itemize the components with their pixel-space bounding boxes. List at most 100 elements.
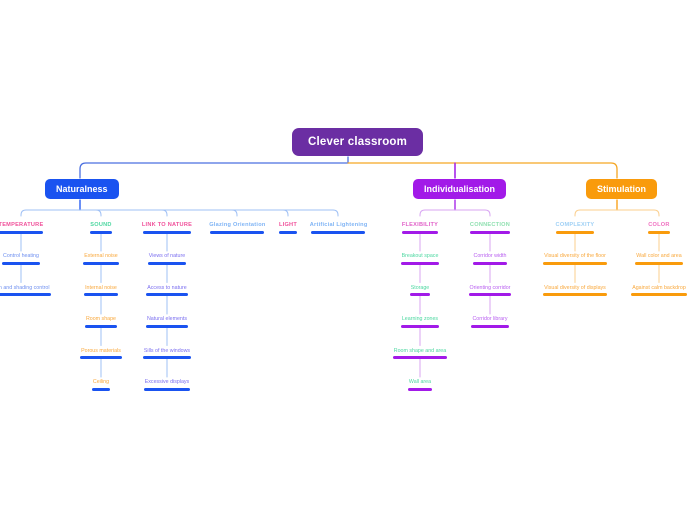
- branch-node-individualisation[interactable]: Individualisation: [413, 179, 507, 199]
- leaf-item-underline: [543, 293, 607, 296]
- leaf-item[interactable]: Visual diversity of the floor: [542, 252, 608, 265]
- column-header-label: Glazing Orientation: [209, 222, 266, 228]
- leaf-item[interactable]: Visual diversity of displays: [542, 284, 608, 296]
- column-header-temperature[interactable]: TEMPERATURE: [0, 221, 44, 234]
- leaf-item-label: Internal noise: [85, 284, 117, 291]
- leaf-item-label: Wall color and area: [636, 253, 682, 259]
- leaf-item-label: External noise: [84, 253, 118, 259]
- column-header-link-to-nature[interactable]: LINK TO NATURE: [142, 221, 193, 234]
- leaf-item-underline: [80, 356, 122, 359]
- leaf-item[interactable]: Storage: [409, 284, 432, 296]
- column-header-underline: [278, 230, 298, 234]
- column-header-underline: [142, 230, 192, 234]
- column-header-label: CONNECTION: [469, 222, 511, 228]
- leaf-item-label: Visual diversity of the floor: [544, 253, 606, 259]
- column-header-label: LINK TO NATURE: [141, 222, 193, 228]
- leaf-item-underline: [635, 261, 683, 265]
- leaf-item-underline: [631, 293, 687, 296]
- column-header-sound[interactable]: SOUND: [89, 221, 113, 234]
- leaf-item-underline: [407, 387, 433, 391]
- leaf-item-underline: [400, 261, 440, 265]
- leaf-item[interactable]: Ceiling: [91, 378, 111, 391]
- column-header-underline: [0, 230, 44, 234]
- column-header-light[interactable]: LIGHT: [278, 221, 299, 234]
- leaf-item-label: Room shape: [85, 316, 116, 322]
- leaf-item-label: Learning zones: [401, 316, 439, 322]
- column-header-label: Artificial Lightening: [309, 222, 368, 228]
- leaf-item-underline: [0, 293, 51, 296]
- leaf-item-label: Views of nature: [148, 253, 186, 259]
- column-header-connection[interactable]: CONNECTION: [469, 221, 511, 234]
- leaf-item-underline: [471, 324, 509, 328]
- column-header-artificial-lightening[interactable]: Artificial Lightening: [310, 221, 367, 234]
- leaf-item[interactable]: Sills of the windows: [142, 347, 192, 359]
- leaf-item-label: Ceiling: [92, 379, 110, 385]
- leaf-item[interactable]: External noise: [82, 252, 120, 265]
- leaf-item-label: Against calm backdrop: [632, 284, 686, 291]
- leaf-item-underline: [472, 261, 508, 265]
- branch-node-stimulation[interactable]: Stimulation: [586, 179, 657, 199]
- leaf-item-label: Access to nature: [147, 284, 187, 291]
- leaf-item-underline: [146, 293, 188, 296]
- leaf-item-label: Orienting corridor: [469, 284, 511, 291]
- leaf-item-label: Corridor library: [472, 316, 508, 322]
- leaf-item[interactable]: Natural elements: [145, 315, 189, 328]
- leaf-item-label: Sun and shading control: [0, 284, 50, 291]
- leaf-item[interactable]: Access to nature: [145, 284, 188, 296]
- column-header-label: TEMPERATURE: [0, 222, 44, 228]
- leaf-item[interactable]: Corridor width: [472, 252, 509, 265]
- column-header-complexity[interactable]: COMPLEXITY: [555, 221, 595, 234]
- leaf-item[interactable]: Excessive displays: [143, 378, 191, 391]
- leaf-item[interactable]: Views of nature: [147, 252, 187, 265]
- leaf-item-label: Porous materials: [81, 347, 121, 354]
- leaf-item-label: Natural elements: [146, 316, 187, 322]
- leaf-item-label: Room shape and area: [393, 347, 447, 354]
- leaf-item-underline: [468, 293, 512, 296]
- column-header-flexibility[interactable]: FLEXIBILITY: [401, 221, 439, 234]
- leaf-item-label: Control heating: [3, 253, 39, 259]
- leaf-item-label: Storage: [410, 284, 430, 291]
- column-header-label: COLOR: [648, 222, 670, 228]
- leaf-item-label: Excessive displays: [144, 379, 190, 385]
- leaf-item[interactable]: Orienting corridor: [468, 284, 513, 296]
- leaf-item[interactable]: Internal noise: [83, 284, 119, 296]
- column-header-glazing-orientation[interactable]: Glazing Orientation: [209, 221, 265, 234]
- leaf-item[interactable]: Room shape and area: [392, 347, 448, 359]
- column-header-label: FLEXIBILITY: [401, 222, 439, 228]
- leaf-item[interactable]: Against calm backdrop: [630, 284, 688, 296]
- leaf-item[interactable]: Control heating: [1, 252, 41, 265]
- leaf-item-underline: [147, 261, 187, 265]
- leaf-item[interactable]: Corridor library: [470, 315, 509, 328]
- leaf-item-label: Breakout space: [401, 253, 439, 259]
- leaf-item-label: Sills of the windows: [143, 347, 191, 354]
- leaf-item[interactable]: Room shape: [84, 315, 118, 328]
- leaf-item-underline: [83, 261, 119, 265]
- leaf-item-underline: [84, 293, 118, 296]
- leaf-item[interactable]: Breakout space: [400, 252, 441, 265]
- leaf-item-underline: [84, 324, 117, 328]
- leaf-item[interactable]: Wall color and area: [634, 252, 683, 265]
- leaf-item-label: Corridor width: [473, 253, 507, 259]
- column-header-label: LIGHT: [278, 222, 297, 228]
- leaf-item[interactable]: Sun and shading control: [0, 284, 52, 296]
- column-header-underline: [310, 230, 366, 234]
- leaf-item-label: Wall area: [408, 379, 432, 385]
- leaf-item[interactable]: Porous materials: [79, 347, 123, 359]
- leaf-item[interactable]: Wall area: [407, 378, 433, 391]
- leaf-item-underline: [543, 261, 607, 265]
- column-header-label: COMPLEXITY: [555, 222, 595, 228]
- column-header-label: SOUND: [90, 222, 112, 228]
- leaf-item[interactable]: Learning zones: [400, 315, 440, 328]
- column-header-color[interactable]: COLOR: [647, 221, 671, 234]
- root-node[interactable]: Clever classroom: [292, 128, 424, 156]
- leaf-item-underline: [142, 356, 192, 359]
- column-header-underline: [555, 230, 595, 234]
- column-header-underline: [402, 230, 438, 234]
- leaf-item-underline: [145, 324, 188, 328]
- leaf-item-underline: [409, 293, 431, 296]
- column-header-underline: [210, 230, 264, 234]
- leaf-item-underline: [2, 261, 40, 265]
- column-header-underline: [470, 230, 510, 234]
- branch-node-naturalness[interactable]: Naturalness: [45, 179, 119, 199]
